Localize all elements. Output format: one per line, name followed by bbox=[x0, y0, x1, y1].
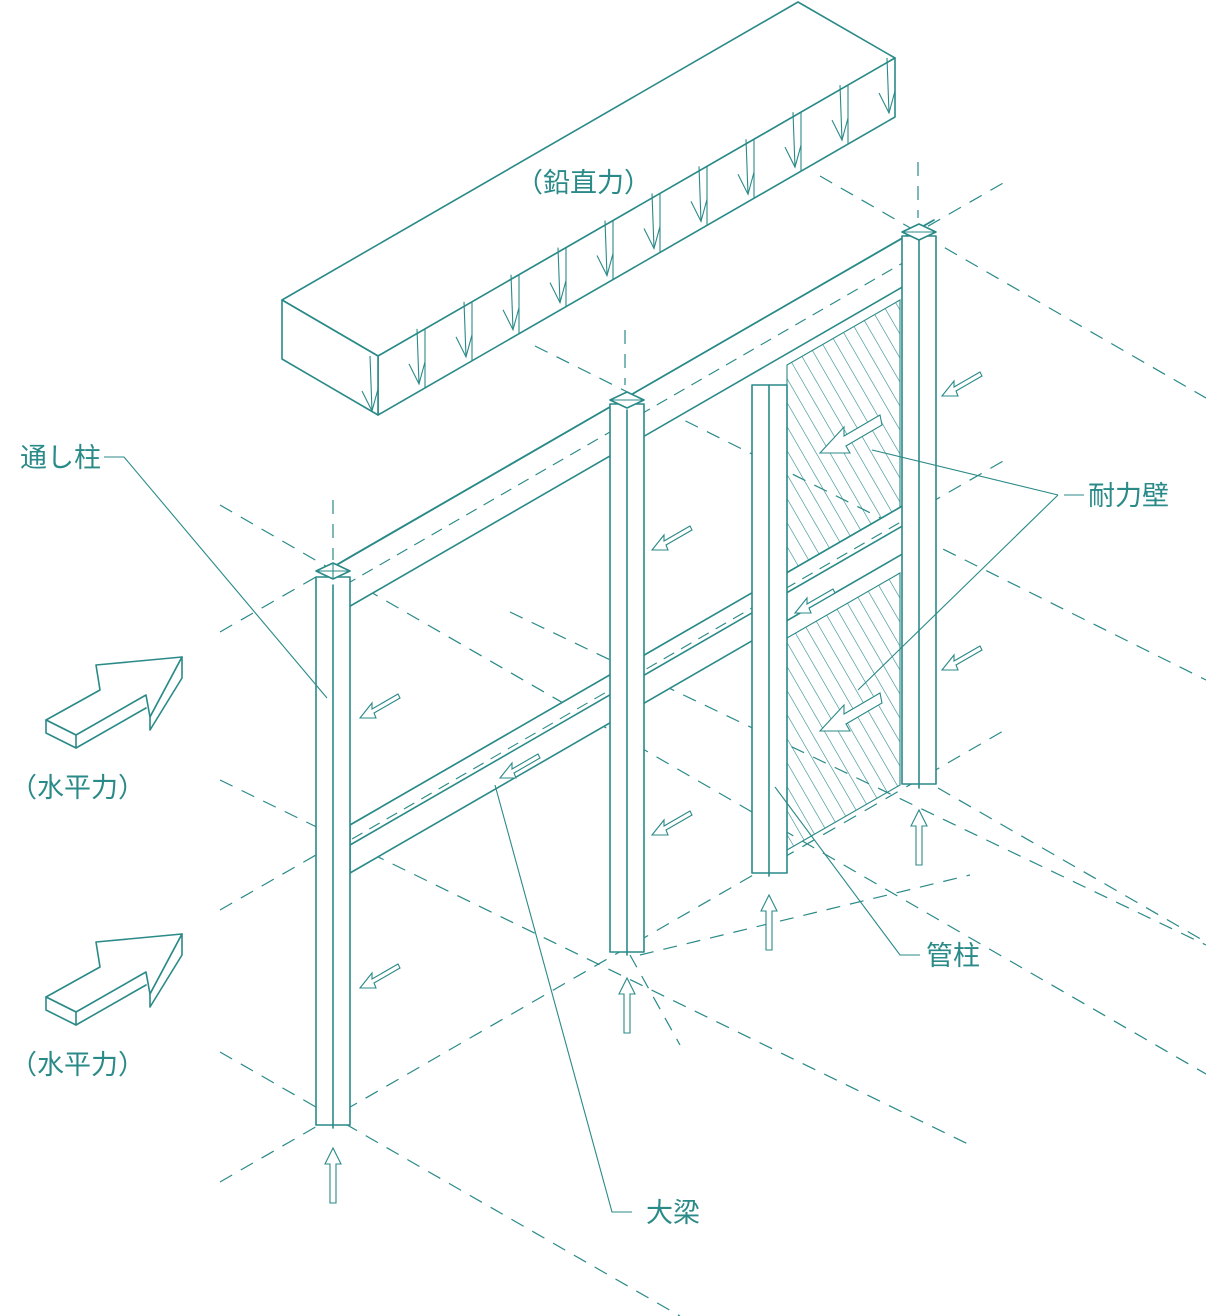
load-arrow-head bbox=[455, 334, 473, 359]
reaction-arrow bbox=[910, 808, 928, 866]
wall-arrow bbox=[650, 810, 693, 836]
load-arrow-shaft bbox=[792, 112, 796, 168]
horizontal-force-arrow-1 bbox=[45, 656, 183, 749]
label-horizontal-force-2: （水平力） bbox=[10, 1050, 145, 1081]
reaction-arrow bbox=[324, 1146, 342, 1204]
wall-arrow bbox=[358, 963, 401, 989]
load-arrow-shaft bbox=[886, 57, 890, 114]
load-arrow-shaft bbox=[510, 274, 514, 330]
load-arrow-shaft bbox=[416, 328, 420, 384]
label-horizontal-force-1: （水平力） bbox=[10, 773, 145, 804]
wall-arrow bbox=[650, 525, 693, 551]
wall-arrow-large bbox=[818, 414, 883, 454]
label-stud-column: 管柱 bbox=[926, 941, 980, 972]
load-arrow-head bbox=[361, 388, 379, 413]
label-through-column: 通し柱 bbox=[20, 443, 101, 474]
wall-arrow bbox=[793, 588, 836, 614]
wall-load-arrows bbox=[358, 371, 983, 989]
through-column-left bbox=[315, 562, 351, 1129]
through-column-middle bbox=[609, 391, 645, 956]
through-column-right bbox=[901, 223, 937, 789]
load-arrow-head bbox=[549, 280, 567, 305]
load-arrow-shaft bbox=[745, 139, 749, 195]
reaction-arrow bbox=[618, 976, 636, 1034]
label-vertical-force: （鉛直力） bbox=[516, 168, 651, 199]
load-arrow-head bbox=[878, 90, 896, 115]
label-shear-wall: 耐力壁 bbox=[1088, 481, 1169, 512]
load-arrow-shaft bbox=[698, 166, 702, 222]
load-arrow-shaft bbox=[839, 85, 843, 141]
labels: （鉛直力） 通し柱 耐力壁 （水平力） （水平力） 管柱 大梁 bbox=[10, 168, 1169, 1229]
load-arrow-head bbox=[643, 226, 661, 250]
load-arrow-head bbox=[690, 199, 708, 223]
wall-arrow bbox=[940, 645, 983, 671]
reaction-arrow bbox=[760, 893, 778, 951]
stud-column bbox=[751, 384, 788, 877]
reaction-arrows bbox=[324, 808, 928, 1204]
leader-lines bbox=[104, 449, 1084, 1213]
load-arrow-shaft bbox=[557, 247, 561, 303]
wall-arrow bbox=[940, 371, 983, 397]
vertical-load-block bbox=[281, 1, 896, 416]
load-arrow-head bbox=[737, 172, 755, 196]
load-arrow-head bbox=[784, 145, 802, 169]
load-arrow-shaft bbox=[369, 355, 373, 412]
horizontal-force-arrow-2 bbox=[45, 933, 183, 1026]
wall-arrow bbox=[498, 753, 541, 779]
load-arrow-shaft bbox=[463, 301, 467, 357]
load-arrow-shaft bbox=[604, 220, 608, 276]
label-main-beam: 大梁 bbox=[646, 1198, 700, 1229]
load-arrow-head bbox=[596, 253, 614, 278]
load-arrow-shaft bbox=[651, 193, 655, 249]
wall-arrow-large bbox=[818, 692, 883, 732]
load-arrow-head bbox=[831, 117, 849, 142]
load-arrow-head bbox=[408, 361, 426, 386]
wall-arrow bbox=[358, 693, 401, 719]
load-arrow-head bbox=[502, 307, 520, 332]
